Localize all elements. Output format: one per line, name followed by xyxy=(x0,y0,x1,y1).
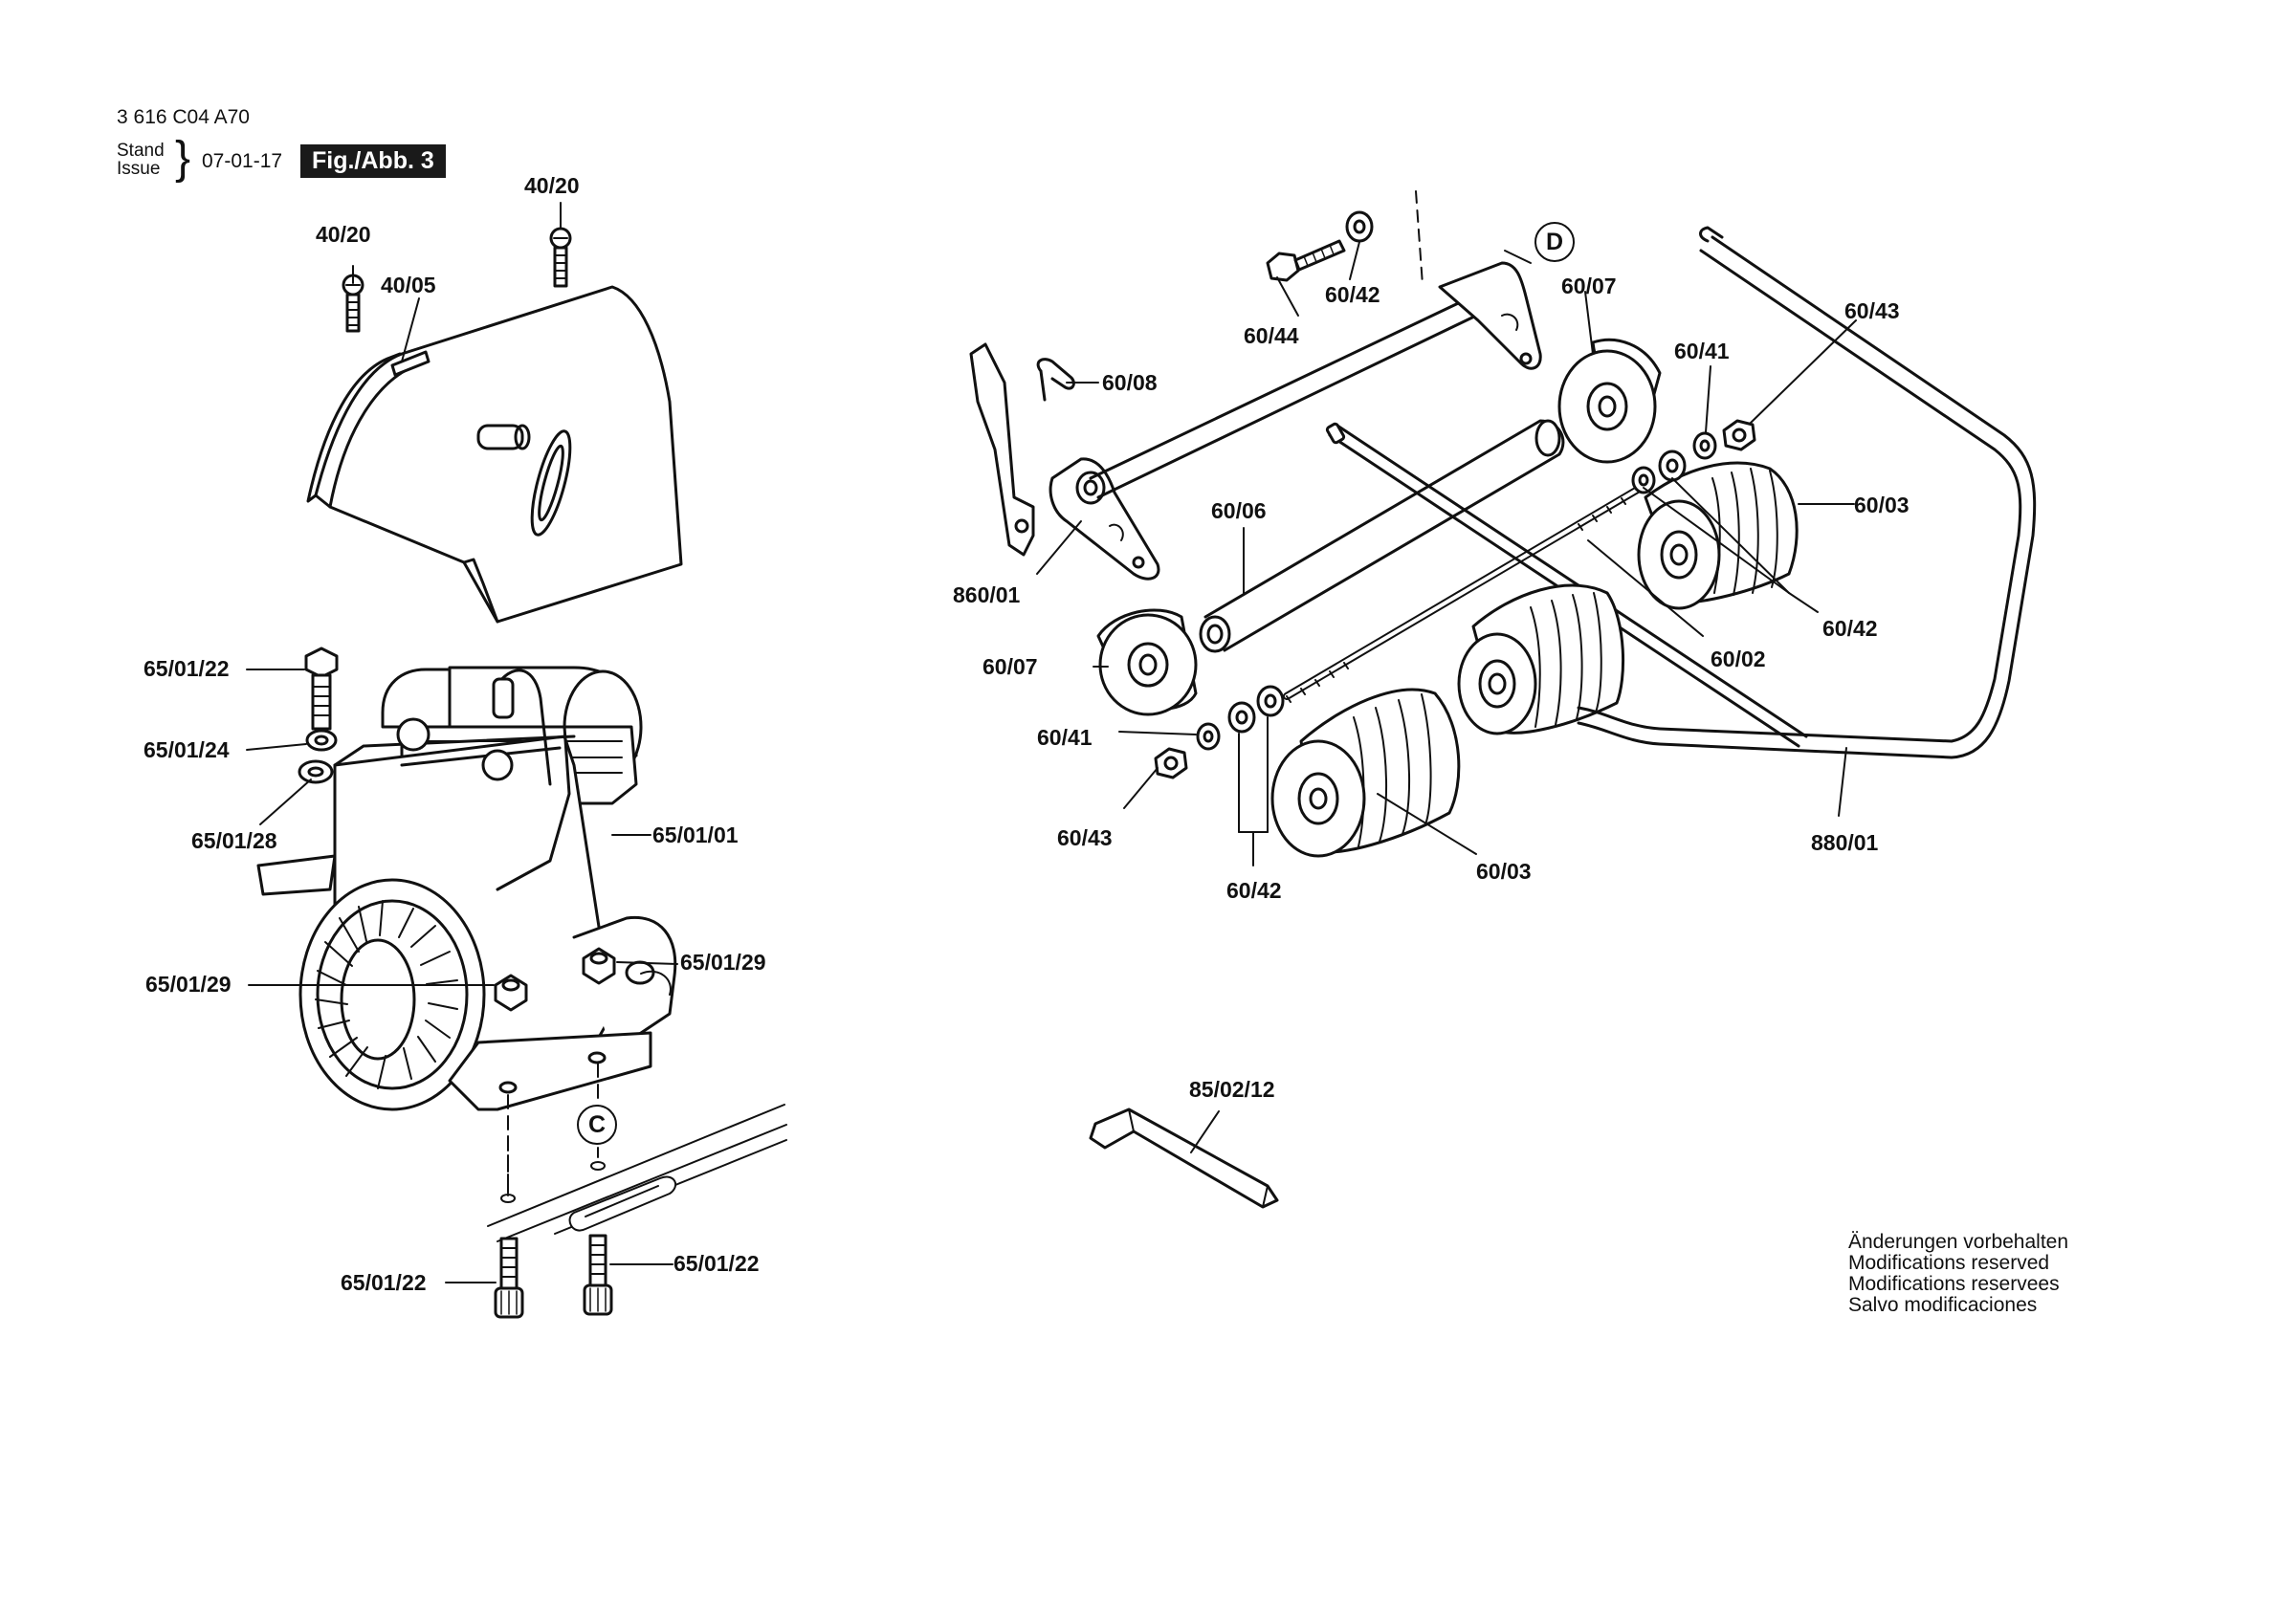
bolt-65-01-22-bottom-left xyxy=(494,1237,524,1319)
wheel-60-07-bottom xyxy=(1096,608,1198,716)
bolt-65-01-22-bottom-right xyxy=(583,1234,613,1316)
callout-d: D xyxy=(1534,222,1575,262)
bolt-65-01-22-top xyxy=(304,647,339,731)
label-60-02: 60/02 xyxy=(1711,647,1766,671)
screw-40-20-right xyxy=(549,202,572,288)
washer-60-42-top xyxy=(1345,210,1374,243)
note-line: Modifications reserved xyxy=(1848,1252,2050,1274)
issue-label: Issue xyxy=(117,159,161,179)
handle-bar-880-01 xyxy=(1577,226,2037,759)
nut-60-43-bottom xyxy=(1154,747,1188,779)
label-40-05: 40/05 xyxy=(381,273,436,297)
engine-65-01-01 xyxy=(256,666,677,1111)
label-60-03: 60/03 xyxy=(1476,859,1532,884)
label-60-08: 60/08 xyxy=(1102,370,1158,395)
note-line: Modifications reservees xyxy=(1848,1273,2060,1295)
label-65-01-22: 65/01/22 xyxy=(341,1270,427,1295)
bracket-60-08 xyxy=(969,342,1035,557)
washer-60-42-bottom-a xyxy=(1227,701,1256,734)
label-40-20: 40/20 xyxy=(316,222,371,247)
clip-60-08 xyxy=(1036,358,1075,402)
label-60-07: 60/07 xyxy=(982,654,1038,679)
brace-glyph: } xyxy=(175,133,191,184)
note-line: Salvo modificaciones xyxy=(1848,1294,2038,1316)
washer-65-01-24 xyxy=(305,729,338,752)
nut-65-01-29-left xyxy=(494,974,528,1012)
tube-60-06 xyxy=(1199,419,1565,653)
washer-60-42-bottom-b xyxy=(1256,685,1285,717)
label-60-41: 60/41 xyxy=(1674,339,1730,363)
nut-65-01-29-right xyxy=(582,947,616,985)
label-65-01-28: 65/01/28 xyxy=(191,828,277,853)
bolt-60-44 xyxy=(1266,239,1346,282)
frame-rail xyxy=(487,1104,787,1242)
label-60-42: 60/42 xyxy=(1226,878,1282,903)
label-60-07: 60/07 xyxy=(1561,274,1617,298)
washer-60-42-mid-b xyxy=(1658,450,1687,482)
leader-lines-right xyxy=(1036,241,1857,1153)
label-60-06: 60/06 xyxy=(1211,498,1267,523)
washer-65-01-28 xyxy=(298,759,334,784)
roller-60-03-bottom xyxy=(1270,688,1461,858)
label-880-01: 880/01 xyxy=(1811,830,1879,855)
nut-60-43-top xyxy=(1722,419,1756,451)
figure-badge: Fig./Abb. 3 xyxy=(300,144,446,178)
label-65-01-24: 65/01/24 xyxy=(144,737,230,762)
issue-date: 07-01-17 xyxy=(202,150,283,172)
callout-c: C xyxy=(577,1105,617,1145)
screw-40-20-left xyxy=(342,265,364,333)
note-line: Änderungen vorbehalten xyxy=(1848,1231,2069,1253)
washer-60-41-bottom xyxy=(1196,722,1221,751)
label-60-42: 60/42 xyxy=(1325,282,1380,307)
document-number: 3 616 C04 A70 xyxy=(117,106,250,128)
wheel-60-07-top xyxy=(1557,338,1662,464)
axle-frame-860-01 xyxy=(1049,261,1542,581)
label-85-02-12: 85/02/12 xyxy=(1189,1077,1275,1102)
label-65-01-29: 65/01/29 xyxy=(680,950,766,975)
leader-lines-left xyxy=(246,669,678,1283)
stand-issue-labels: Stand Issue xyxy=(117,142,165,178)
roller-60-03-mid xyxy=(1457,583,1625,735)
label-60-43: 60/43 xyxy=(1057,825,1113,850)
label-60-42: 60/42 xyxy=(1822,616,1878,641)
stand-label: Stand xyxy=(117,141,165,161)
label-65-01-22: 65/01/22 xyxy=(673,1251,760,1276)
label-65-01-01: 65/01/01 xyxy=(652,822,739,847)
label-60-43: 60/43 xyxy=(1844,298,1900,323)
label-860-01: 860/01 xyxy=(953,582,1021,607)
label-60-03: 60/03 xyxy=(1854,493,1910,517)
label-65-01-22: 65/01/22 xyxy=(144,656,230,681)
modifications-note: Änderungen vorbehalten Modifications res… xyxy=(1848,1232,2068,1316)
cover-hood-40-05 xyxy=(306,285,683,624)
label-60-41: 60/41 xyxy=(1037,725,1093,750)
roller-60-03-top xyxy=(1637,461,1799,610)
hex-key-85-02-12 xyxy=(1089,1108,1279,1209)
washer-60-41-top xyxy=(1692,431,1717,460)
label-65-01-29: 65/01/29 xyxy=(145,972,232,997)
push-rod-60-02 xyxy=(1283,484,1645,703)
washer-60-42-mid-a xyxy=(1631,466,1656,494)
label-60-44: 60/44 xyxy=(1244,323,1299,348)
label-40-20: 40/20 xyxy=(524,173,580,198)
